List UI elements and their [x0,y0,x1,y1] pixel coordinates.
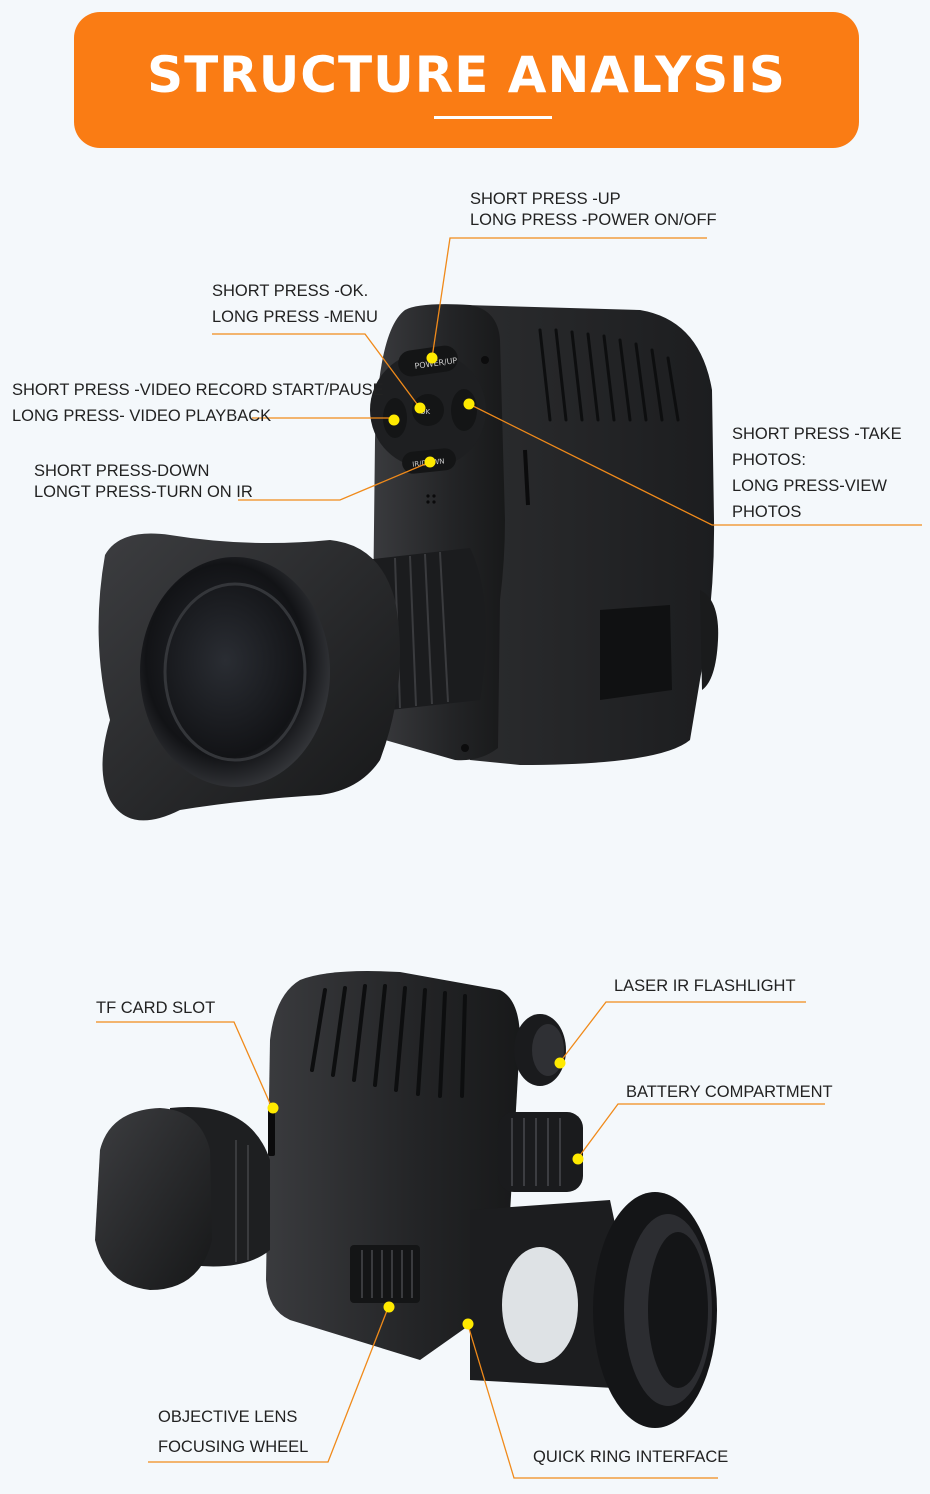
callout-up-line2: LONG PRESS -POWER ON/OFF [470,211,717,229]
callout-down-line1: SHORT PRESS-DOWN [34,462,210,480]
callout-photo-line1: SHORT PRESS -TAKE [732,425,902,443]
callout-laser: LASER IR FLASHLIGHT [614,977,796,995]
focus-wheel [350,1245,420,1303]
callout-quick-ring: QUICK RING INTERFACE [533,1448,729,1466]
dot-up [426,352,438,364]
callout-photo: SHORT PRESS -TAKE PHOTOS: LONG PRESS-VIE… [732,421,902,525]
bottom-eyepiece-rings [235,1140,249,1262]
callout-up: SHORT PRESS -UP LONG PRESS -POWER ON/OFF [470,186,717,233]
ok-menu-button-icon [412,394,444,426]
top-mount-cutout [600,605,672,700]
bottom-tf-slot [268,1108,275,1156]
page-title: STRUCTURE ANALYSIS [147,46,786,104]
top-tf-slot [523,449,530,506]
top-rear-knob [700,590,719,690]
callout-ok: SHORT PRESS -OK. LONG PRESS -MENU [212,278,378,330]
battery-cap-knurl [511,1118,561,1186]
callout-up-line1: SHORT PRESS -UP [470,190,621,208]
top-night-vision-device: POWER/UP OK IR/DOWN [98,304,719,821]
callout-tf-card: TF CARD SLOT [96,999,216,1017]
svg-text:OK: OK [420,408,431,416]
callout-dots [267,352,584,1330]
callout-focus-line2: FOCUSING WHEEL [158,1438,309,1456]
quick-ring-cutout [502,1247,578,1363]
dot-ok [414,402,426,414]
callout-down: SHORT PRESS-DOWN LONGT PRESS-TURN ON IR [34,461,253,503]
callout-ok-line1: SHORT PRESS -OK. [212,282,369,300]
photo-button-icon [451,389,477,431]
bottom-rubber-eyecup [95,1108,212,1290]
focus-wheel-knurl [361,1250,413,1298]
callout-ok-line2: LONG PRESS -MENU [212,308,378,326]
callout-battery: BATTERY COMPARTMENT [626,1083,833,1101]
dot-photo [463,398,475,410]
battery-compartment [498,1112,583,1192]
dot-quick-ring [462,1318,474,1330]
bottom-device-vents [310,984,467,1098]
callout-down-line2: LONGT PRESS-TURN ON IR [34,483,253,501]
bottom-night-vision-device [95,971,717,1428]
callout-video-line2: LONG PRESS- VIDEO PLAYBACK [12,407,272,425]
top-device-vents [538,328,680,422]
dot-focus [383,1301,395,1313]
callout-photo-line4: PHOTOS [732,503,802,521]
title-banner: STRUCTURE ANALYSIS [74,12,859,148]
speaker-icon [426,494,436,504]
dot-video [388,414,400,426]
callout-photo-line3: LONG PRESS-VIEW [732,477,887,495]
dot-down [424,456,436,468]
dot-tf-card [267,1102,279,1114]
callout-video-line1: SHORT PRESS -VIDEO RECORD START/PAUSE [12,381,384,399]
dot-battery [572,1153,584,1165]
leader-lines [96,237,922,1479]
callout-focus-line1: OBJECTIVE LENS [158,1408,298,1426]
title-underline [434,116,552,119]
dot-laser [554,1057,566,1069]
callout-video: SHORT PRESS -VIDEO RECORD START/PAUSE LO… [12,377,384,429]
callout-photo-line2: PHOTOS: [732,451,806,469]
top-eyepiece-lens [140,557,330,787]
callout-focus: OBJECTIVE LENS FOCUSING WHEEL [158,1402,308,1462]
bottom-device-body [266,971,520,1360]
